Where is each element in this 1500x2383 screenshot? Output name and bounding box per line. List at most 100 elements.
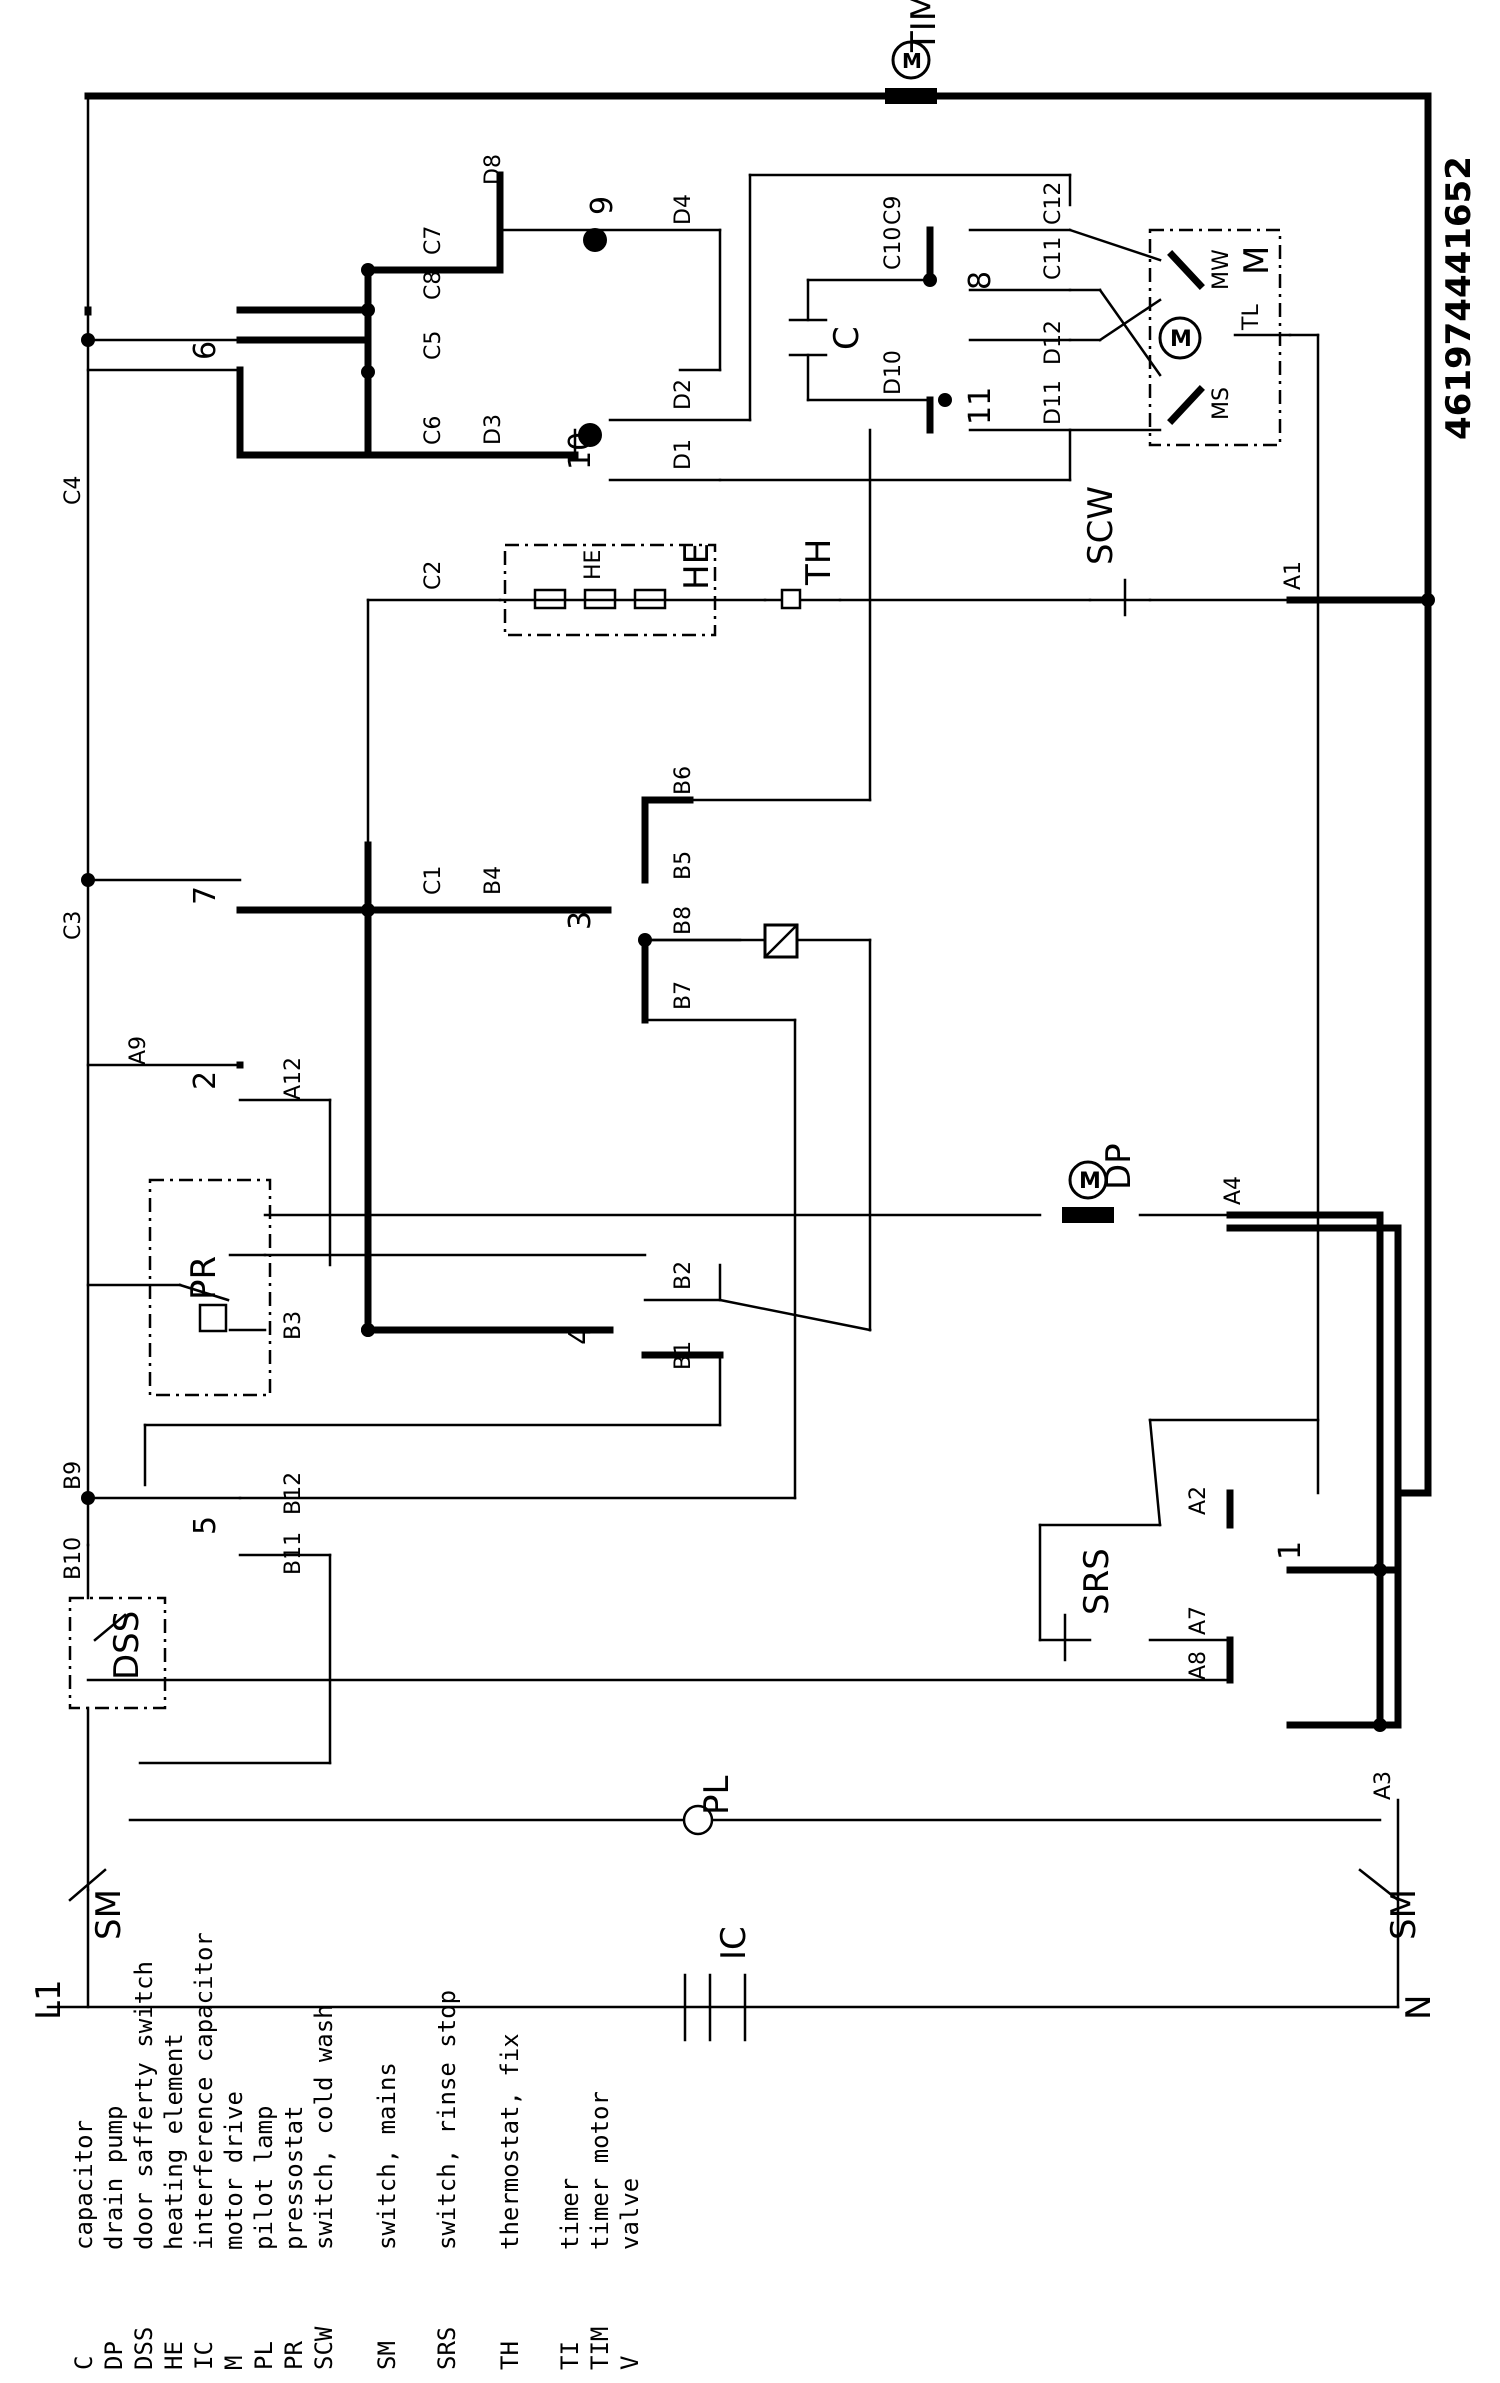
- label-l1: L1: [29, 1979, 69, 2020]
- wire-d4: D4: [671, 194, 696, 225]
- svg-text:IC: IC: [190, 2341, 218, 2370]
- contact-5: 5: [188, 1516, 223, 1535]
- cold-wash-switch: SCW: [1081, 486, 1435, 617]
- label-he: HE: [677, 543, 717, 590]
- label-ic: IC: [714, 1926, 754, 1960]
- label-dp: DP: [1099, 1143, 1139, 1190]
- svg-text:door safferty switch: door safferty switch: [130, 1961, 158, 2250]
- wire-c7: C7: [421, 226, 446, 255]
- svg-text:PR: PR: [280, 2341, 308, 2370]
- interference-capacitor: IC: [683, 1926, 754, 2042]
- wire-c9: C9: [881, 196, 906, 225]
- svg-text:M: M: [220, 2356, 248, 2370]
- wire-b7: B7: [671, 981, 696, 1010]
- svg-text:HE: HE: [160, 2341, 188, 2370]
- capacitor-block: C: [688, 226, 1162, 802]
- wire-b10: B10: [61, 1537, 86, 1580]
- wire-a12: A12: [281, 1057, 306, 1100]
- pilot-lamp: PL: [128, 1775, 1382, 1836]
- svg-text:M: M: [1170, 327, 1192, 352]
- wire-c12: C12: [1041, 182, 1066, 225]
- wire-d1: D1: [671, 439, 696, 470]
- wire-b11: B11: [281, 1532, 306, 1575]
- label-capacitor: C: [827, 326, 867, 350]
- svg-text:interference capacitor: interference capacitor: [190, 1932, 218, 2250]
- svg-text:capacitor: capacitor: [70, 2120, 98, 2250]
- door-safety-switch: DSS: [68, 1543, 1234, 1892]
- label-pl: PL: [697, 1775, 737, 1815]
- contact-9: 9: [585, 196, 620, 215]
- label-he-inner: HE: [581, 550, 606, 580]
- label-th: TH: [799, 539, 839, 586]
- wire-b5: B5: [671, 851, 696, 880]
- label-sm-right: SM: [1384, 1889, 1424, 1940]
- svg-text:TIM: TIM: [586, 2327, 614, 2370]
- svg-text:M: M: [902, 49, 922, 73]
- label-pr: PR: [184, 1256, 224, 1300]
- svg-text:drain pump: drain pump: [100, 2106, 128, 2251]
- svg-text:timer: timer: [556, 2178, 584, 2250]
- legend-row: SRS switch, rinse stop: [433, 1990, 461, 2370]
- legend-row: TI timer: [556, 2178, 584, 2370]
- svg-text:DP: DP: [100, 2341, 128, 2370]
- svg-text:motor drive: motor drive: [220, 2091, 248, 2250]
- wire-b3: B3: [281, 1311, 306, 1340]
- legend-row: DSS door safferty switch: [130, 1961, 158, 2370]
- wire-d11: D11: [1041, 380, 1066, 425]
- legend-row: SM switch, mains: [373, 2062, 401, 2370]
- wire-c10: C10: [881, 227, 906, 270]
- wire-c11: C11: [1041, 237, 1066, 280]
- svg-text:switch, cold wash: switch, cold wash: [310, 2004, 338, 2250]
- svg-text:SM: SM: [373, 2341, 401, 2370]
- contact-10: 10: [563, 432, 598, 470]
- svg-text:valve: valve: [616, 2178, 644, 2250]
- valve: [643, 923, 872, 1332]
- contact-8: 8: [963, 271, 998, 290]
- label-motor: M: [1237, 246, 1277, 275]
- motor-drive: M M MW MS TL: [1148, 228, 1320, 1495]
- wire-a8: A8: [1186, 1651, 1211, 1680]
- wire-c8: C8: [421, 271, 446, 300]
- wire-b9: B9: [61, 1461, 86, 1490]
- svg-text:TH: TH: [496, 2341, 524, 2370]
- label-mw: MW: [1209, 249, 1234, 290]
- wire-c5: C5: [421, 331, 446, 360]
- wire-b6: B6: [671, 766, 696, 795]
- wire-a3: A3: [1371, 1771, 1396, 1800]
- pressostat: PR: [86, 1178, 647, 1397]
- label-scw: SCW: [1081, 486, 1121, 565]
- timer-motor: M TIM: [885, 0, 944, 104]
- wire-labels: C1 C2 C3 C4 C5 C6 C7 C8 C9 C10 C11 C12 D…: [61, 154, 1396, 1800]
- heating-element: HE HE: [366, 543, 767, 847]
- wire-b8: B8: [671, 906, 696, 935]
- svg-text:V: V: [616, 2356, 644, 2370]
- svg-text:switch, mains: switch, mains: [373, 2062, 401, 2250]
- svg-text:heating element: heating element: [160, 2033, 188, 2250]
- svg-text:thermostat, fix: thermostat, fix: [496, 2033, 524, 2250]
- label-sm-left: SM: [89, 1889, 129, 1940]
- svg-text:DSS: DSS: [130, 2327, 158, 2370]
- svg-text:SRS: SRS: [433, 2327, 461, 2370]
- contact-6: 6: [188, 341, 223, 360]
- wire-d2: D2: [671, 379, 696, 410]
- wire-d3: D3: [481, 414, 506, 445]
- label-dss: DSS: [107, 1611, 147, 1680]
- svg-text:switch, rinse stop: switch, rinse stop: [433, 1990, 461, 2250]
- label-ms: MS: [1209, 387, 1234, 420]
- legend-row: IC interference capacitor: [190, 1932, 218, 2370]
- wire-b2: B2: [671, 1261, 696, 1290]
- svg-text:TI: TI: [556, 2341, 584, 2370]
- legend-row: HE heating element: [160, 2033, 188, 2370]
- timer-contact-numbers: 1 2 3 4 5 6 7 8 9 10 11: [188, 196, 1308, 1560]
- contact-11: 11: [963, 387, 998, 425]
- contact-2: 2: [188, 1071, 223, 1090]
- legend-row: DP drain pump: [100, 2106, 128, 2371]
- svg-text:pressostat: pressostat: [280, 2106, 308, 2251]
